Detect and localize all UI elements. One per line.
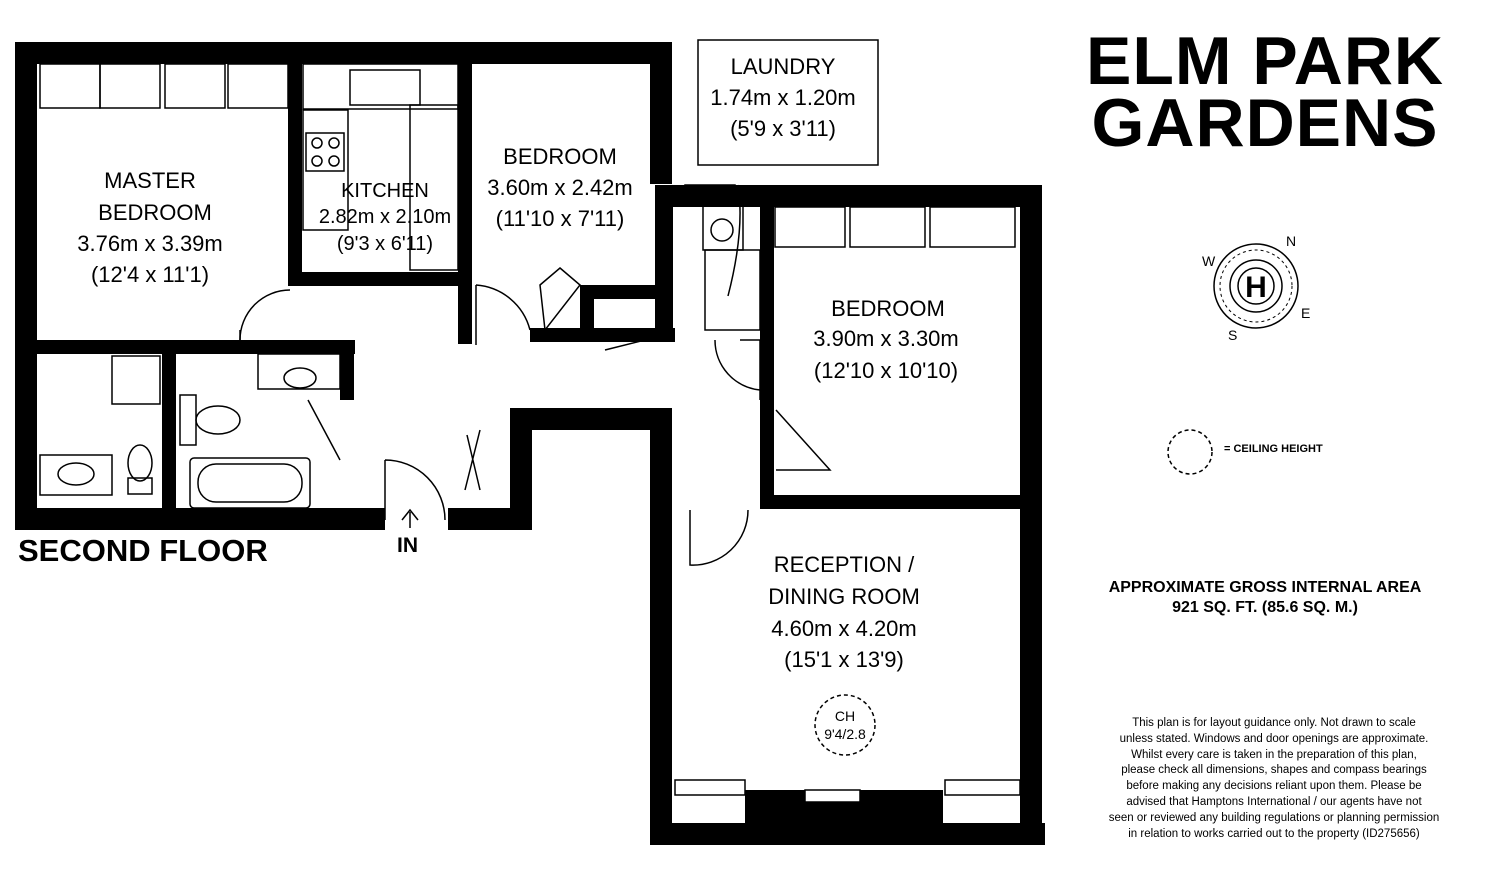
door-bedroom-3 — [775, 409, 832, 471]
door-reception — [689, 509, 749, 566]
cupboard — [539, 267, 582, 332]
bedroom-3-imperial: (12'10 x 10'10) — [814, 358, 958, 383]
kitchen-sink — [349, 69, 421, 106]
bathtub — [189, 457, 311, 509]
disclaimer-line: advised that Hamptons International / ou… — [1126, 795, 1422, 808]
ensuite-toilet — [127, 444, 153, 482]
toilet — [195, 405, 241, 435]
gross-area-title: APPROXIMATE GROSS INTERNAL AREA — [1108, 579, 1422, 596]
disclaimer-line: seen or reviewed any building regulation… — [1108, 811, 1440, 824]
bathroom-door — [307, 399, 341, 461]
master-bedroom-metric: 3.76m x 3.39m — [77, 231, 223, 256]
wardrobe-3 — [164, 63, 226, 109]
property-title-line-2: GARDENS — [1091, 85, 1439, 161]
property-title: ELM PARK GARDENS — [1085, 23, 1445, 161]
compass-east: E — [1301, 305, 1310, 321]
laundry-label-box — [697, 39, 879, 166]
compass-north: N — [1286, 233, 1296, 249]
kitchen-metric: 2.82m x 2.10m — [319, 206, 451, 228]
property-title-line-1: ELM PARK — [1085, 23, 1445, 99]
entrance-door — [384, 459, 446, 521]
boiler — [702, 204, 744, 251]
bedroom-3-name: BEDROOM — [831, 296, 945, 321]
door-master-bedroom — [239, 289, 291, 341]
kitchen-side-counter — [302, 109, 349, 231]
wardrobe-1 — [39, 63, 101, 109]
bedroom-2-name: BEDROOM — [503, 144, 617, 169]
window-master-1 — [19, 134, 37, 206]
laundry-window — [684, 184, 736, 198]
compass-south: S — [1228, 327, 1237, 343]
wardrobe-4 — [227, 63, 289, 109]
bedroom-3-metric: 3.90m x 3.30m — [813, 326, 959, 351]
gross-area-value: 921 SQ. FT. (85.6 SQ. M.) — [1172, 599, 1358, 616]
cupboard-door — [464, 429, 481, 491]
master-bedroom-name-1: MASTER — [104, 168, 196, 193]
kitchen-imperial: (9'3 x 6'11) — [337, 233, 433, 255]
compass-rose: H N E S W — [1202, 233, 1310, 343]
kitchen-name: KITCHEN — [341, 180, 429, 202]
window-bedroom-3 — [1021, 259, 1039, 381]
window-reception — [1021, 569, 1039, 686]
fixtures — [19, 39, 1213, 803]
floor-label: SECOND FLOOR — [18, 533, 268, 568]
kitchen-counter — [302, 63, 459, 110]
reception-name-2: DINING ROOM — [768, 584, 920, 609]
entrance-arrow — [401, 508, 419, 528]
bedroom-2-imperial: (11'10 x 7'11) — [496, 206, 625, 231]
legend-circle — [1167, 429, 1213, 475]
hob — [305, 132, 345, 172]
ceiling-height-value: 9'4/2.8 — [824, 726, 866, 742]
window-master-2 — [19, 244, 37, 311]
master-bedroom-imperial: (12'4 x 11'1) — [91, 262, 209, 287]
reception-name-1: RECEPTION / — [774, 552, 915, 577]
door-laundry — [714, 339, 761, 391]
basin — [283, 367, 317, 389]
disclaimer-line: before making any decisions reliant upon… — [1126, 780, 1422, 793]
compass-west: W — [1202, 253, 1216, 269]
legend-text: = CEILING HEIGHT — [1224, 443, 1323, 455]
window-bedroom-2 — [654, 74, 672, 161]
shower — [111, 355, 161, 405]
laundry-metric: 1.74m x 1.20m — [710, 85, 856, 110]
master-bedroom-name-2: BEDROOM — [98, 200, 212, 225]
ceiling-height-abbr: CH — [835, 708, 855, 724]
disclaimer-line: unless stated. Windows and door openings… — [1119, 732, 1429, 745]
disclaimer-line: Whilst every care is taken in the prepar… — [1131, 748, 1417, 761]
room-labels: MASTER BEDROOM 3.76m x 3.39m (12'4 x 11'… — [77, 54, 959, 742]
disclaimer-line: This plan is for layout guidance only. N… — [1132, 717, 1416, 729]
window-ensuite — [19, 364, 37, 431]
compass-center: H — [1245, 271, 1267, 304]
disclaimer-line: in relation to works carried out to the … — [1128, 827, 1420, 840]
ensuite-basin-unit — [39, 454, 113, 496]
toilet-cistern — [179, 394, 197, 446]
disclaimer: This plan is for layout guidance only. N… — [1060, 716, 1488, 842]
kitchen-tall-unit — [409, 104, 459, 271]
ceiling-height-marker — [814, 694, 876, 756]
basin-unit — [257, 353, 341, 390]
disclaimer-line: please check all dimensions, shapes and … — [1121, 764, 1427, 777]
ensuite-cistern — [127, 477, 153, 495]
walls — [15, 42, 1045, 845]
reception-imperial: (15'1 x 13'9) — [784, 647, 904, 672]
laundry-name: LAUNDRY — [731, 54, 836, 79]
wardrobe-2 — [99, 63, 161, 109]
laundry-pointer — [727, 184, 741, 297]
reception-metric: 4.60m x 4.20m — [771, 616, 917, 641]
laundry-imperial: (5'9 x 3'11) — [730, 116, 836, 141]
gross-area: APPROXIMATE GROSS INTERNAL AREA 921 SQ. … — [1060, 578, 1470, 618]
bedroom-2-metric: 3.60m x 2.42m — [487, 175, 633, 200]
laundry-unit — [704, 249, 761, 331]
entrance-label: IN — [397, 534, 418, 557]
